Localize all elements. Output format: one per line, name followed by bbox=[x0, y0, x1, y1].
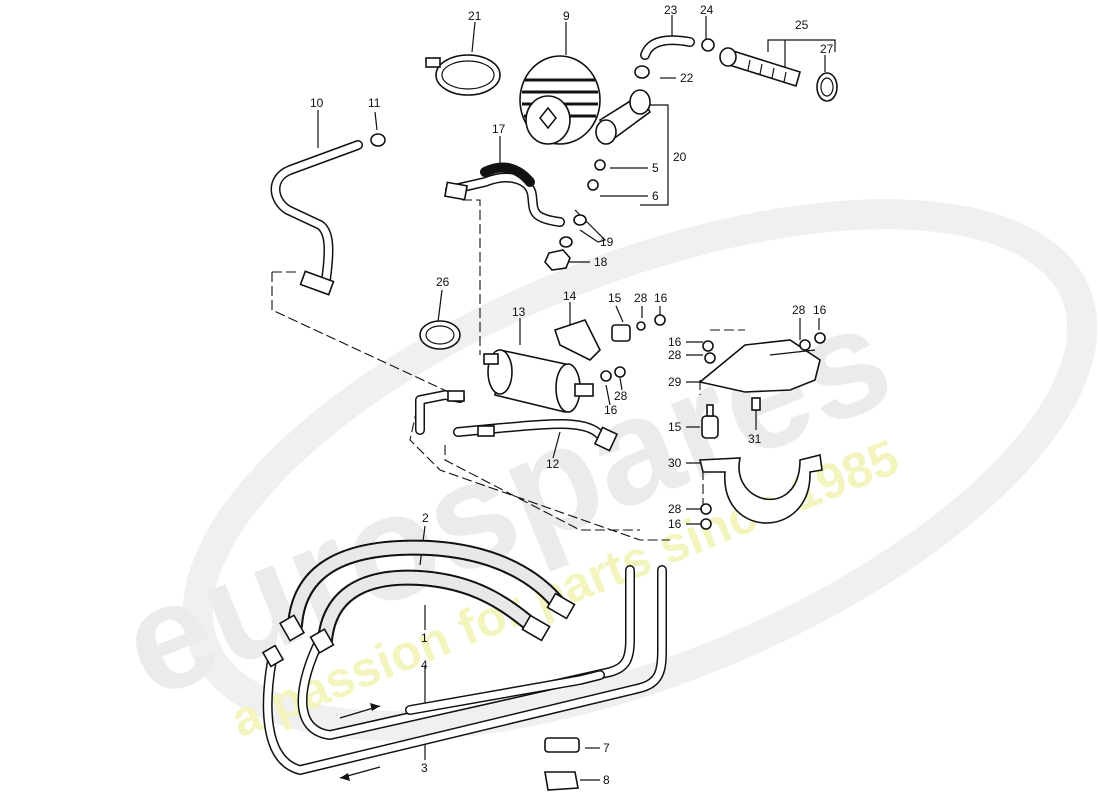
label-15b: 15 bbox=[668, 420, 682, 434]
part-20-filter bbox=[587, 89, 652, 191]
part-15-isolator-mid bbox=[701, 415, 719, 439]
part-27-ring bbox=[816, 72, 838, 102]
parts bbox=[261, 35, 838, 791]
part-labels: 21 9 23 24 25 27 22 10 11 17 20 5 6 19 1… bbox=[310, 3, 834, 787]
label-19: 19 bbox=[600, 235, 614, 249]
label-16b: 16 bbox=[813, 303, 827, 317]
fuel-lines bbox=[262, 140, 667, 775]
label-12: 12 bbox=[546, 457, 560, 471]
label-23: 23 bbox=[664, 3, 678, 17]
part-19-washer bbox=[559, 236, 573, 248]
label-29: 29 bbox=[668, 375, 682, 389]
label-4: 4 bbox=[421, 658, 428, 672]
label-26: 26 bbox=[436, 275, 450, 289]
part-31-bolt bbox=[751, 397, 761, 411]
label-17: 17 bbox=[492, 122, 506, 136]
label-15a: 15 bbox=[608, 291, 622, 305]
label-24: 24 bbox=[700, 3, 714, 17]
label-13: 13 bbox=[512, 305, 526, 319]
label-20: 20 bbox=[673, 150, 687, 164]
part-14-bracket bbox=[553, 319, 601, 361]
part-11 bbox=[370, 133, 386, 147]
label-5: 5 bbox=[652, 161, 659, 175]
label-22: 22 bbox=[680, 71, 694, 85]
label-7: 7 bbox=[603, 741, 610, 755]
label-18: 18 bbox=[594, 255, 608, 269]
part-24 bbox=[701, 38, 715, 52]
label-30: 30 bbox=[668, 456, 682, 470]
part-8 bbox=[544, 771, 579, 791]
label-14: 14 bbox=[563, 289, 577, 303]
label-1: 1 bbox=[421, 631, 428, 645]
label-16d: 16 bbox=[604, 403, 618, 417]
part-22 bbox=[634, 65, 650, 79]
label-8: 8 bbox=[603, 773, 610, 787]
part-7 bbox=[544, 737, 580, 753]
part-25 bbox=[719, 47, 801, 88]
label-10: 10 bbox=[310, 96, 324, 110]
label-25: 25 bbox=[795, 18, 809, 32]
label-28c: 28 bbox=[668, 348, 682, 362]
part-18-nut bbox=[544, 249, 571, 271]
label-31: 31 bbox=[748, 432, 762, 446]
part-15-isolator bbox=[611, 324, 631, 342]
part-30-strap bbox=[698, 454, 823, 524]
label-9: 9 bbox=[563, 9, 570, 23]
label-2: 2 bbox=[422, 511, 429, 525]
part-9-filter bbox=[519, 55, 601, 145]
label-3: 3 bbox=[421, 761, 428, 775]
label-16a: 16 bbox=[654, 291, 668, 305]
label-28d: 28 bbox=[614, 389, 628, 403]
label-28a: 28 bbox=[634, 291, 648, 305]
part-13-filter bbox=[483, 349, 594, 413]
label-21: 21 bbox=[468, 9, 482, 23]
label-11: 11 bbox=[368, 96, 381, 110]
label-28e: 28 bbox=[668, 502, 682, 516]
label-27: 27 bbox=[820, 42, 834, 56]
part-21-clamp bbox=[435, 54, 501, 96]
label-6: 6 bbox=[652, 189, 659, 203]
label-28b: 28 bbox=[792, 303, 806, 317]
label-16c: 16 bbox=[668, 335, 682, 349]
label-16e: 16 bbox=[668, 517, 682, 531]
